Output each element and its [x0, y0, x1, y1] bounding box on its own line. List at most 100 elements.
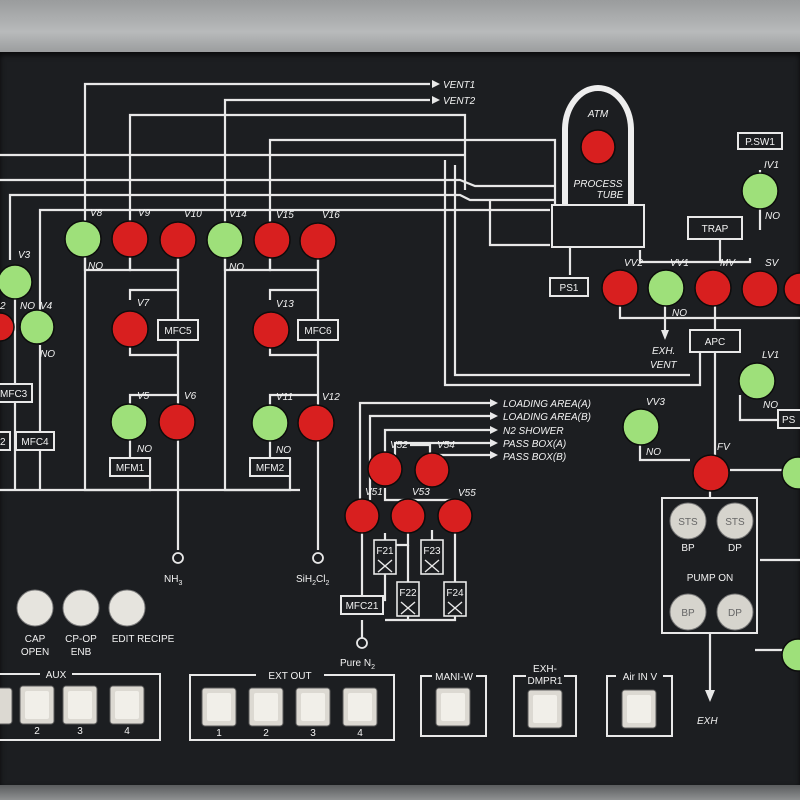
valve-iv1-lamp [741, 172, 779, 210]
supply-loading-area-a: LOADING AREA(A) [503, 399, 591, 410]
trap-box [687, 216, 743, 240]
label-v51: V51 [365, 487, 383, 498]
exh-dmpr-title-1: EXH- [533, 664, 557, 675]
vent2-label: VENT2 [443, 96, 476, 107]
valve-v10-lamp [159, 221, 197, 259]
valve-partial-lamp [0, 312, 15, 342]
cap-open-button[interactable] [16, 589, 54, 627]
valve-fv-lamp [692, 454, 730, 492]
nh3-inlet-port [172, 552, 184, 564]
dp-button[interactable] [716, 593, 754, 631]
cp-op-enb-button[interactable] [62, 589, 100, 627]
label-partial: 2 [0, 301, 6, 312]
label-no-v14: NO [229, 262, 244, 273]
pump-panel: STS STS BP DP PUMP ON BP DP [661, 497, 758, 634]
aux-group: AUX 2 3 4 [0, 670, 161, 741]
label-v8: V8 [90, 208, 103, 219]
pure-n2-label: Pure N2 [340, 658, 375, 671]
ext-out-title: EXT OUT [268, 671, 311, 682]
dp-label: DP [728, 543, 742, 554]
label-v13: V13 [276, 299, 294, 310]
aux-num-3: 3 [77, 726, 83, 737]
mfc3-text: MFC3 [0, 389, 28, 400]
ps-right-text: PS [782, 415, 796, 426]
filter-f24: F24 [443, 581, 467, 617]
ext-out-button-4-face [348, 693, 372, 721]
valve-v4-lamp [19, 309, 55, 345]
label-v14: V14 [229, 209, 247, 220]
label-lv1: LV1 [762, 350, 779, 361]
mfc5-box [157, 319, 199, 341]
mfc3-box [0, 383, 33, 403]
edit-recipe-button[interactable] [108, 589, 146, 627]
bp-label: BP [681, 543, 695, 554]
valve-v55-lamp [437, 498, 473, 534]
label-fv: FV [717, 442, 731, 453]
air-in-title: Air IN V [623, 672, 658, 683]
valve-v51-lamp [344, 498, 380, 534]
valve-lamps [0, 172, 800, 672]
exh-dmpr-group: EXH- DMPR1 [513, 664, 577, 737]
aux-button-2-face [25, 691, 49, 719]
valve-v15-lamp [253, 221, 291, 259]
label-iv1: IV1 [764, 160, 779, 171]
exh-label: EXH [697, 716, 718, 727]
ext-out-num-3: 3 [310, 728, 316, 739]
mfm2-text: MFM2 [256, 463, 285, 474]
filter-f21: F21 [373, 539, 397, 575]
mfc5-text: MFC5 [164, 326, 192, 337]
tube-label: TUBE [597, 190, 624, 201]
ext-out-num-2: 2 [263, 728, 269, 739]
bp-button[interactable] [669, 593, 707, 631]
cap-open-label-2: OPEN [21, 647, 49, 658]
ext-out-button-3-face [301, 693, 325, 721]
label-v6: V6 [184, 391, 197, 402]
label-v52: V52 [390, 440, 408, 451]
n2-inlet-port [356, 637, 368, 649]
cp-op-label-1: CP-OP [65, 634, 97, 645]
valve-v54-lamp [414, 452, 450, 488]
bp-button-text: BP [681, 608, 695, 619]
label-v54: V54 [437, 440, 455, 451]
valve-vv1-lamp [647, 269, 685, 307]
apc-box [689, 329, 741, 353]
exh-dmpr-title-2: DMPR1 [527, 676, 562, 687]
edit-recipe-label: EDIT RECIPE [112, 634, 175, 645]
sts-bp-text: STS [678, 517, 698, 528]
ext-out-group: EXT OUT 1 2 3 4 [189, 671, 395, 741]
air-in-group: Air IN V [606, 672, 673, 737]
valve-v14-lamp [206, 221, 244, 259]
filter-f24-text: F24 [446, 588, 464, 599]
filter-f22: F22 [396, 581, 420, 617]
label-v4: V4 [40, 301, 53, 312]
aux-button-4-face [115, 691, 139, 719]
label-no-v8: NO [88, 261, 103, 272]
label-no-vv1: NO [672, 308, 687, 319]
valve-lv1-lamp [738, 362, 776, 400]
sts-bp-lamp [669, 502, 707, 540]
exh-vent-label-1: EXH. [652, 346, 675, 357]
mfc21-text: MFC21 [346, 601, 379, 612]
sih2cl2-label: SiH2Cl2 [296, 574, 329, 587]
ps1-box [549, 277, 589, 297]
sih2cl2-inlet-port [312, 552, 324, 564]
label-sv: SV [765, 258, 780, 269]
nh3-label: NH3 [164, 574, 182, 587]
valve-mv-lamp [694, 269, 732, 307]
label-vv3: VV3 [646, 397, 665, 408]
aux-button-1[interactable] [0, 687, 13, 725]
label-v15: V15 [276, 210, 294, 221]
process-tube-outline [562, 85, 634, 210]
supply-loading-area-b: LOADING AREA(B) [503, 412, 591, 423]
mani-w-button-face [441, 693, 465, 721]
supply-n2-shower: N2 SHOWER [503, 426, 564, 437]
mfc6-text: MFC6 [304, 326, 332, 337]
ext-out-num-4: 4 [357, 728, 363, 739]
psw1-text: P.SW1 [745, 137, 775, 148]
valve-v53-lamp [390, 498, 426, 534]
sts-dp-text: STS [725, 517, 745, 528]
valve-sv-lamp [741, 270, 779, 308]
ext-out-num-1: 1 [216, 728, 222, 739]
